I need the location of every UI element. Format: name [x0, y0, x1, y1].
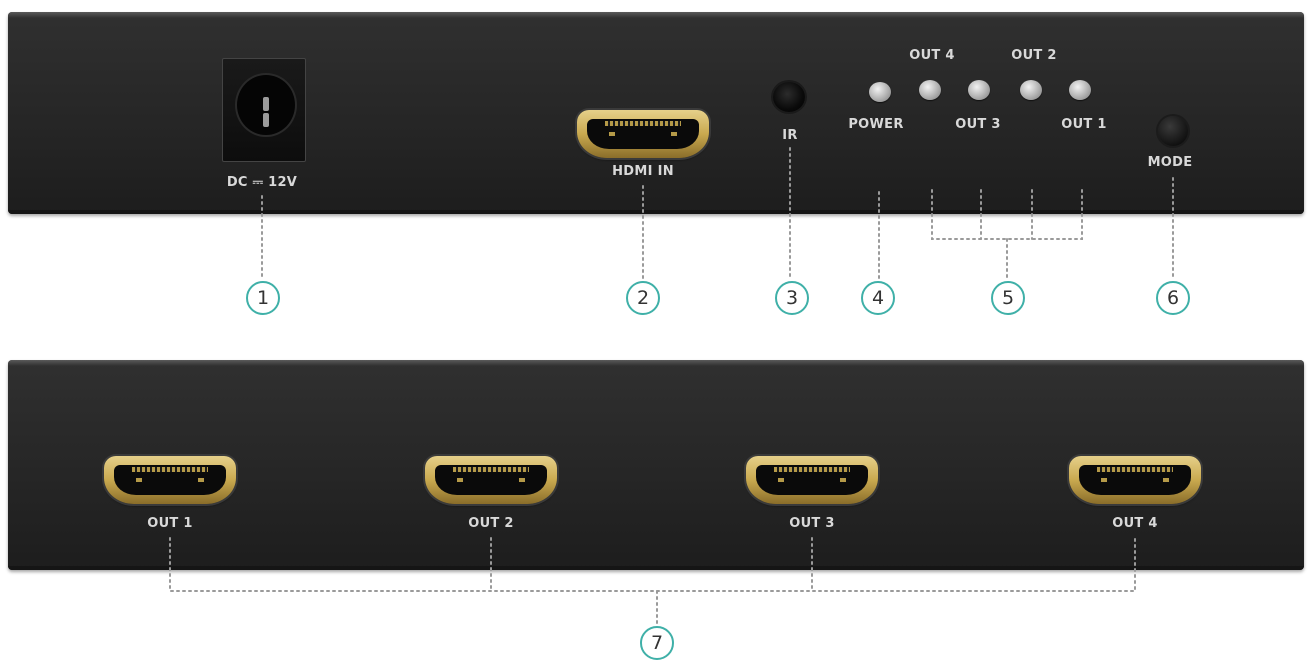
- led-label-out4: OUT 4: [909, 48, 955, 63]
- hdmi-out3-port: [746, 456, 878, 504]
- led-label-out2: OUT 2: [1011, 48, 1057, 63]
- hdmi-port-tab: [671, 132, 677, 136]
- ir-label: IR: [782, 128, 798, 143]
- hdmi-out2-port: [425, 456, 557, 504]
- mode-button: [1158, 116, 1188, 146]
- out1-port-label: OUT 1: [147, 516, 193, 531]
- hdmi-port-contacts: [1097, 467, 1173, 472]
- dc-jack-pin: [263, 97, 269, 111]
- hdmi-port-tab: [778, 478, 784, 482]
- hdmi-port-contacts: [774, 467, 850, 472]
- leader-line-5: [931, 189, 1083, 240]
- out4-port-label: OUT 4: [1112, 516, 1158, 531]
- callout-2: 2: [626, 281, 660, 315]
- hdmi-out4-port: [1069, 456, 1201, 504]
- led-out2: [1020, 80, 1042, 100]
- hdmi-port-tab: [609, 132, 615, 136]
- out3-port-label: OUT 3: [789, 516, 835, 531]
- led-label-power: POWER: [848, 117, 904, 132]
- hdmi-in-port: [577, 110, 709, 158]
- hdmi-port-tab: [519, 478, 525, 482]
- led-out4: [919, 80, 941, 100]
- led-power: [869, 82, 891, 102]
- hdmi-port-tab: [1163, 478, 1169, 482]
- led-out3: [968, 80, 990, 100]
- hdmi-port-tab: [457, 478, 463, 482]
- dc-power-jack: [222, 58, 306, 162]
- callout-6: 6: [1156, 281, 1190, 315]
- hdmi-in-label: HDMI IN: [612, 164, 674, 179]
- callout-4: 4: [861, 281, 895, 315]
- hdmi-port-tab: [1101, 478, 1107, 482]
- ir-receiver: [773, 82, 805, 112]
- mode-label: MODE: [1147, 155, 1193, 170]
- leader-line-7: [169, 537, 1136, 592]
- out2-port-label: OUT 2: [468, 516, 514, 531]
- callout-5: 5: [991, 281, 1025, 315]
- led-out1: [1069, 80, 1091, 100]
- hdmi-port-contacts: [132, 467, 208, 472]
- hdmi-port-tab: [136, 478, 142, 482]
- callout-3: 3: [775, 281, 809, 315]
- led-label-out3: OUT 3: [955, 117, 1001, 132]
- callout-7: 7: [640, 626, 674, 660]
- dc-jack-pin: [263, 113, 269, 127]
- hdmi-out1-port: [104, 456, 236, 504]
- dc-label: DC ⎓ 12V: [226, 175, 298, 190]
- dc-jack-hole: [235, 73, 297, 137]
- callout-1: 1: [246, 281, 280, 315]
- hdmi-port-contacts: [605, 121, 681, 126]
- led-label-out1: OUT 1: [1061, 117, 1107, 132]
- hdmi-port-tab: [840, 478, 846, 482]
- hdmi-port-tab: [198, 478, 204, 482]
- hdmi-port-contacts: [453, 467, 529, 472]
